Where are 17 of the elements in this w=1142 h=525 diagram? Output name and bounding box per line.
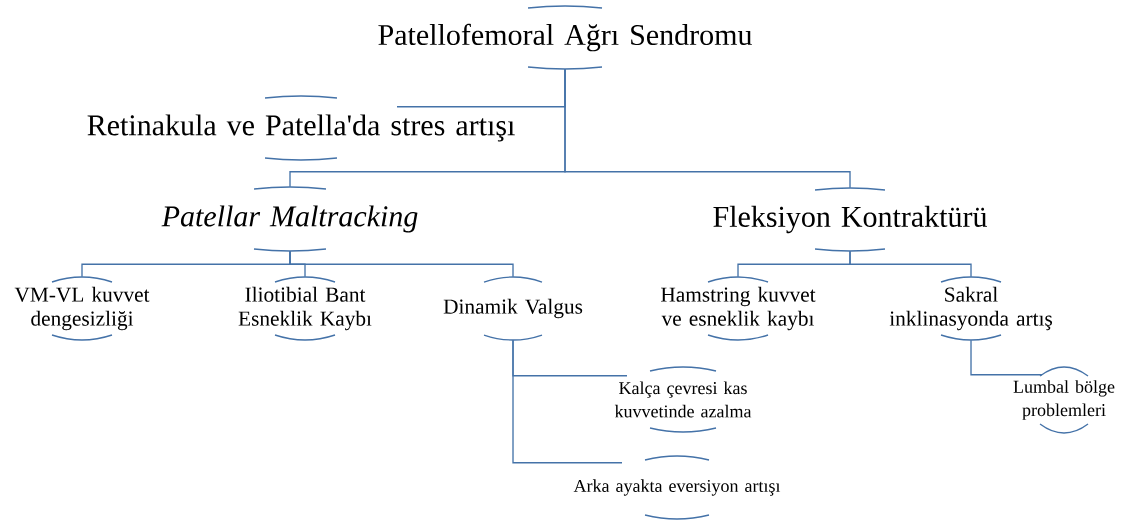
connector — [849, 250, 972, 278]
connector — [564, 68, 851, 189]
bracketed-label: Patellar Maltracking — [161, 186, 418, 252]
bracketed-label: Fleksiyon Kontraktürü — [713, 187, 987, 252]
bracketed-label: Retinakula ve Patella'da stres artışı — [87, 95, 515, 161]
bracketed-label: Hamstring kuvvet ve esneklik kaybı — [661, 276, 816, 341]
bracketed-label: Iliotibial Bant Esneklik Kaybı — [238, 276, 372, 341]
connector — [512, 339, 623, 464]
bracketed-label: Kalça çevresi kas kuvvetinde azalma — [614, 366, 752, 433]
bracketed-label: Arka ayakta eversiyon artışı — [573, 455, 781, 520]
bracketed-label: Sakral inklinasyonda artış — [889, 276, 1052, 341]
bracketed-label: Patellofemoral Ağrı Sendromu — [378, 5, 752, 70]
connector — [970, 339, 1043, 376]
bracketed-label: Dinamik Valgus — [443, 276, 583, 341]
connector — [289, 250, 514, 278]
bracketed-label: VM-VL kuvvet dengesizliği — [14, 276, 150, 341]
bracketed-label: Lumbal bölge problemleri — [1013, 366, 1115, 434]
